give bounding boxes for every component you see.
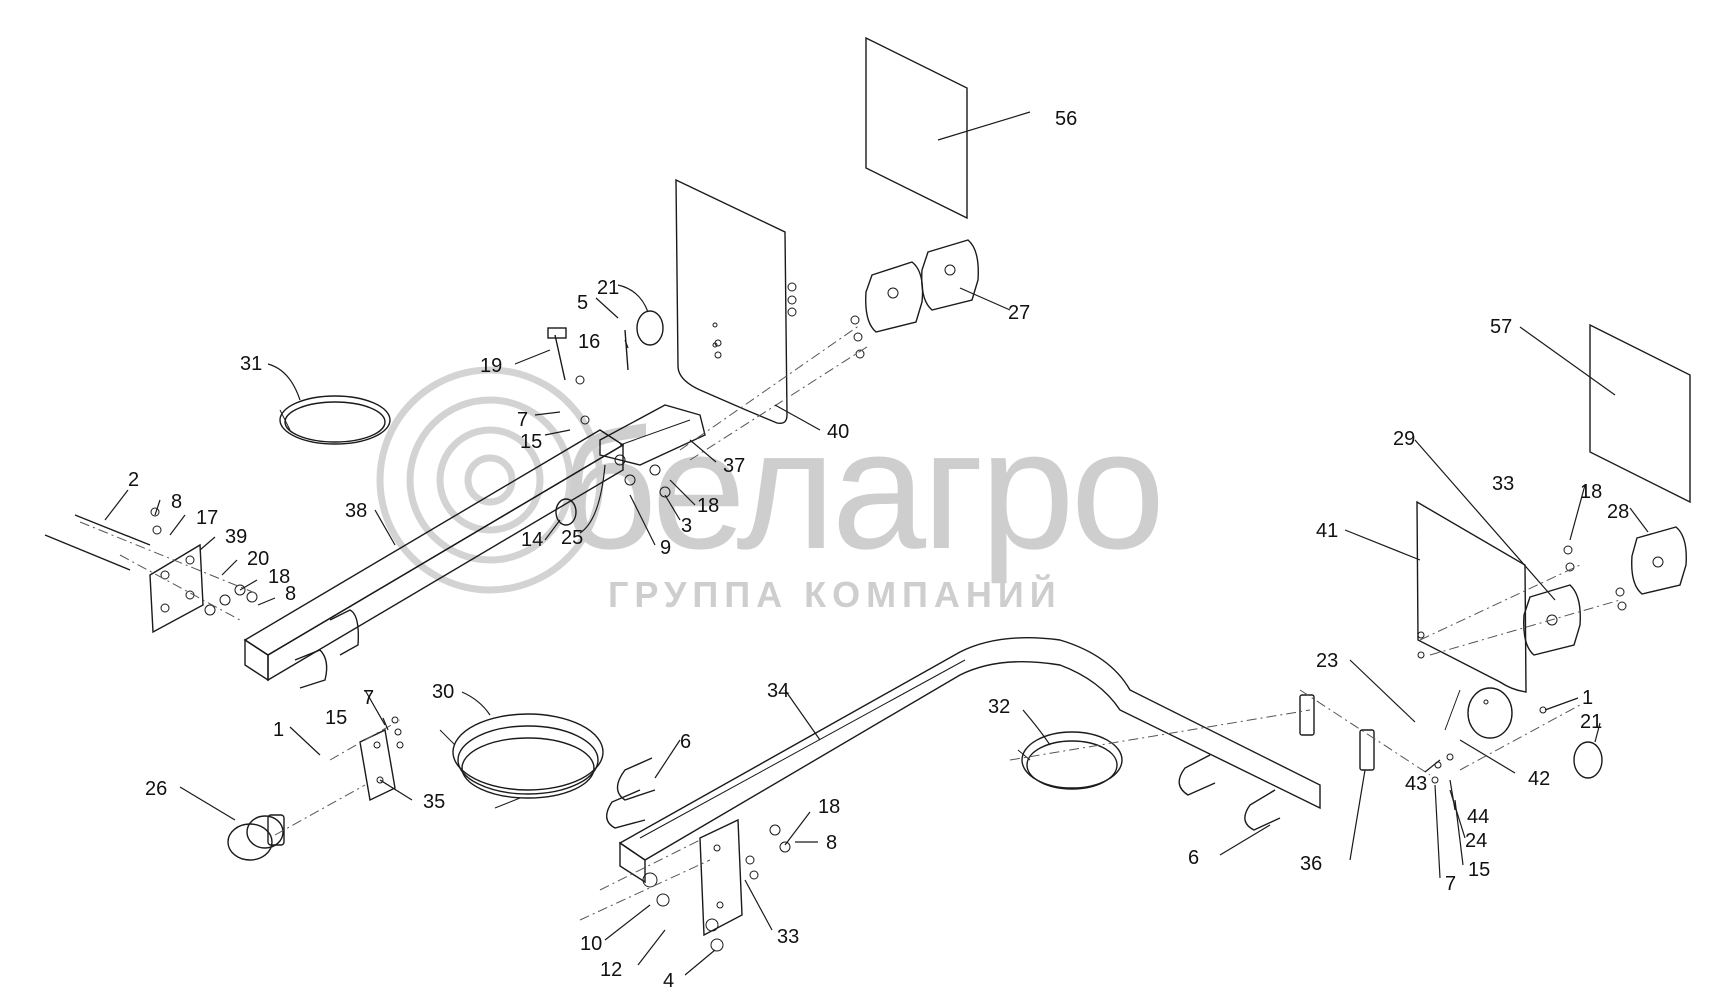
label-2: 2 bbox=[128, 469, 139, 491]
label-19: 19 bbox=[480, 355, 502, 377]
bracket-plate-right bbox=[1299, 694, 1315, 736]
cable-coil-32 bbox=[1017, 731, 1123, 790]
label-8: 8 bbox=[826, 832, 837, 854]
u-bolt-38-a bbox=[329, 609, 360, 656]
label-28: 28 bbox=[1607, 501, 1629, 523]
label-38: 38 bbox=[345, 500, 367, 522]
label-24: 24 bbox=[1465, 830, 1487, 852]
label-18: 18 bbox=[1580, 481, 1602, 503]
part-number-labels: 56 27 21 5 16 19 31 7 15 40 37 2 8 17 39… bbox=[128, 108, 1629, 992]
label-34: 34 bbox=[767, 680, 789, 702]
label-21: 21 bbox=[1580, 711, 1602, 733]
label-27: 27 bbox=[1008, 302, 1030, 324]
label-5: 5 bbox=[577, 292, 588, 314]
label-7: 7 bbox=[517, 409, 528, 431]
bracket-36 bbox=[1359, 729, 1375, 771]
label-23: 23 bbox=[1316, 650, 1338, 672]
label-35: 35 bbox=[423, 791, 445, 813]
label-37: 37 bbox=[723, 455, 745, 477]
label-21: 21 bbox=[597, 277, 619, 299]
label-8: 8 bbox=[285, 583, 296, 605]
label-41: 41 bbox=[1316, 520, 1338, 542]
label-18: 18 bbox=[268, 566, 290, 588]
label-17: 17 bbox=[196, 507, 218, 529]
cable-coil-31 bbox=[279, 395, 391, 445]
u-bolt-6-right-b bbox=[1244, 789, 1281, 831]
label-43: 43 bbox=[1405, 773, 1427, 795]
label-39: 39 bbox=[225, 526, 247, 548]
u-bolt-6-left-b bbox=[606, 789, 646, 829]
lamp-27 bbox=[865, 239, 979, 333]
label-4: 4 bbox=[663, 970, 674, 992]
label-7: 7 bbox=[1445, 873, 1456, 895]
label-18: 18 bbox=[818, 796, 840, 818]
label-57: 57 bbox=[1490, 316, 1512, 338]
label-33: 33 bbox=[1492, 473, 1514, 495]
mud-flap-41 bbox=[1416, 500, 1527, 693]
label-32: 32 bbox=[988, 696, 1010, 718]
label-15: 15 bbox=[1468, 859, 1490, 881]
label-42: 42 bbox=[1528, 768, 1550, 790]
beam-34 bbox=[618, 637, 1321, 884]
watermark-sub-text: ГРУППА КОМПАНИЙ bbox=[608, 573, 1062, 615]
label-10: 10 bbox=[580, 933, 602, 955]
watermark-logo: белагро ГРУППА КОМПАНИЙ bbox=[376, 366, 1165, 615]
socket-26 bbox=[227, 814, 285, 861]
u-bolt-38-b bbox=[294, 649, 328, 689]
label-12: 12 bbox=[600, 959, 622, 981]
sign-plate-57 bbox=[1589, 323, 1691, 504]
label-56: 56 bbox=[1055, 108, 1077, 130]
label-7: 7 bbox=[363, 687, 374, 709]
label-20: 20 bbox=[247, 548, 269, 570]
sign-plate-56 bbox=[865, 36, 968, 220]
label-16: 16 bbox=[578, 331, 600, 353]
label-3: 3 bbox=[681, 515, 692, 537]
logo-rings-icon bbox=[376, 366, 604, 594]
label-29: 29 bbox=[1393, 428, 1415, 450]
label-25: 25 bbox=[561, 527, 583, 549]
label-33: 33 bbox=[777, 926, 799, 948]
label-6: 6 bbox=[680, 731, 691, 753]
label-31: 31 bbox=[240, 353, 262, 375]
lamp-29 bbox=[1523, 584, 1581, 656]
label-36: 36 bbox=[1300, 853, 1322, 875]
label-8: 8 bbox=[171, 491, 182, 513]
label-44: 44 bbox=[1467, 806, 1489, 828]
bracket-33-lower bbox=[699, 818, 743, 937]
label-40: 40 bbox=[827, 421, 849, 443]
label-15: 15 bbox=[520, 431, 542, 453]
label-6: 6 bbox=[1188, 847, 1199, 869]
watermark-logo-text: белагро bbox=[560, 395, 1161, 585]
bracket-35 bbox=[359, 728, 396, 802]
bracket-39 bbox=[149, 543, 204, 634]
label-1: 1 bbox=[1582, 687, 1593, 709]
u-bolt-6-right-a bbox=[1178, 754, 1216, 796]
cap-14 bbox=[555, 498, 577, 526]
label-9: 9 bbox=[660, 537, 671, 559]
label-14: 14 bbox=[521, 529, 543, 551]
reflector-21-left bbox=[636, 310, 664, 346]
leader-lines bbox=[104, 111, 1649, 976]
mud-flap-40 bbox=[675, 178, 797, 425]
beam-38 bbox=[243, 429, 625, 682]
label-18: 18 bbox=[697, 495, 719, 517]
label-26: 26 bbox=[145, 778, 167, 800]
cable-coil-30 bbox=[439, 713, 604, 809]
label-15: 15 bbox=[325, 707, 347, 729]
reflector-21-right bbox=[1573, 741, 1603, 779]
assembly-center-lines bbox=[79, 324, 1621, 921]
bracket-37 bbox=[599, 404, 706, 466]
lamp-28 bbox=[1631, 526, 1687, 595]
label-1: 1 bbox=[273, 719, 284, 741]
label-30: 30 bbox=[432, 681, 454, 703]
u-bolt-6-left-a bbox=[616, 757, 656, 801]
